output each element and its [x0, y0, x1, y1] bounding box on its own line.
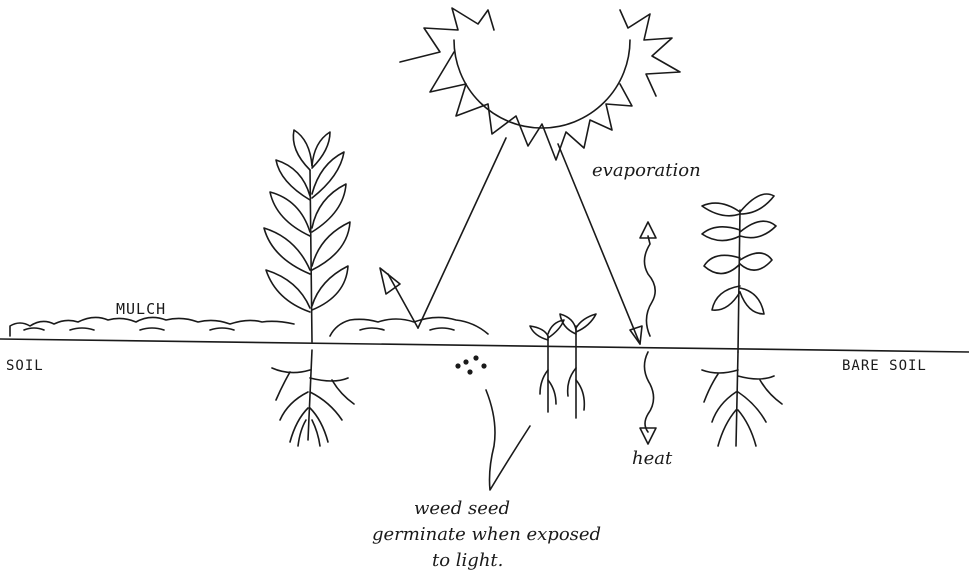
bare-soil-label: BARE SOIL: [842, 358, 927, 374]
mulched-plant-roots: [272, 350, 354, 446]
mulch-label: MULCH: [116, 300, 166, 318]
soil-label: SOIL: [6, 358, 44, 374]
evaporation-label: evaporation: [592, 160, 701, 181]
weed-seed-caption-line-2: germinate when exposed: [372, 524, 601, 545]
mulched-plant-icon: [264, 130, 350, 342]
reflected-light-arrow: [380, 138, 506, 328]
bare-soil-plant-roots: [702, 352, 782, 446]
sun-icon: [400, 8, 680, 160]
weed-seed-caption-line-1: weed seed: [414, 498, 510, 519]
weed-seeds: [456, 356, 486, 374]
soil-line: [0, 339, 969, 352]
weed-seed-caption-line-3: to light.: [432, 550, 503, 571]
evaporation-arrow: [640, 222, 656, 336]
mulch-layer: [10, 317, 488, 336]
bare-soil-plant-icon: [702, 194, 776, 352]
seedlings-icon: [530, 314, 596, 418]
heat-label: heat: [632, 448, 672, 469]
weed-seed-pointer-arrow: [486, 390, 530, 490]
heat-arrow: [640, 352, 656, 444]
